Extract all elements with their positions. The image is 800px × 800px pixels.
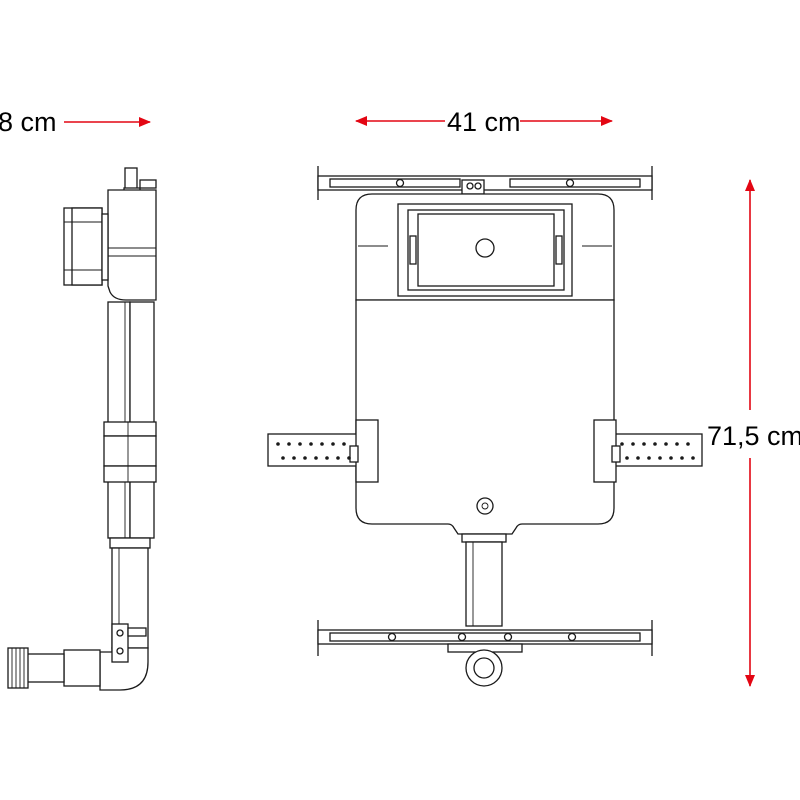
bracket-hole-left bbox=[331, 442, 335, 446]
width-dimension: 41 cm bbox=[355, 107, 613, 137]
top-mounting-rail bbox=[317, 166, 653, 200]
depth-dimension: 8 cm bbox=[0, 107, 151, 137]
bracket-hole-left bbox=[309, 442, 313, 446]
bracket-hole-left bbox=[342, 442, 346, 446]
bracket-hole-left bbox=[281, 456, 285, 460]
bracket-hole-right bbox=[620, 442, 624, 446]
bracket-hole-left bbox=[298, 442, 302, 446]
bracket-hole-right bbox=[669, 456, 673, 460]
side-view bbox=[7, 167, 157, 691]
bracket-hole-left bbox=[320, 442, 324, 446]
bracket-hole-left bbox=[347, 456, 351, 460]
bracket-hole-left bbox=[303, 456, 307, 460]
bracket-hole-left bbox=[314, 456, 318, 460]
right-wall-bracket bbox=[593, 419, 703, 483]
frame-body bbox=[355, 299, 615, 535]
bracket-hole-left bbox=[276, 442, 280, 446]
side-frame-leg bbox=[107, 301, 131, 539]
side-cistern-body bbox=[107, 189, 157, 301]
bottom-mounting-rail bbox=[317, 620, 653, 656]
bracket-hole-right bbox=[647, 456, 651, 460]
depth-dimension-label: 8 cm bbox=[0, 107, 57, 137]
height-dimension-label: 71,5 cm bbox=[707, 421, 800, 451]
bracket-hole-right bbox=[625, 456, 629, 460]
lower-fixing-nut bbox=[476, 497, 494, 515]
bracket-hole-right bbox=[631, 442, 635, 446]
front-view bbox=[267, 166, 703, 687]
bracket-hole-right bbox=[675, 442, 679, 446]
left-wall-bracket bbox=[267, 419, 379, 483]
bracket-hole-left bbox=[287, 442, 291, 446]
bracket-hole-right bbox=[658, 456, 662, 460]
bracket-hole-left bbox=[292, 456, 296, 460]
bracket-hole-right bbox=[636, 456, 640, 460]
height-dimension: 71,5 cm bbox=[707, 179, 800, 687]
width-dimension-label: 41 cm bbox=[447, 107, 521, 137]
side-outlet-spigot bbox=[63, 649, 101, 687]
bracket-hole-right bbox=[686, 442, 690, 446]
bracket-hole-right bbox=[653, 442, 657, 446]
front-drain-pipe bbox=[465, 541, 503, 627]
bracket-hole-left bbox=[325, 456, 329, 460]
bracket-hole-right bbox=[691, 456, 695, 460]
bracket-hole-right bbox=[680, 456, 684, 460]
actuator-hole bbox=[475, 238, 495, 258]
bracket-hole-right bbox=[642, 442, 646, 446]
bracket-hole-right bbox=[664, 442, 668, 446]
bracket-hole-left bbox=[336, 456, 340, 460]
